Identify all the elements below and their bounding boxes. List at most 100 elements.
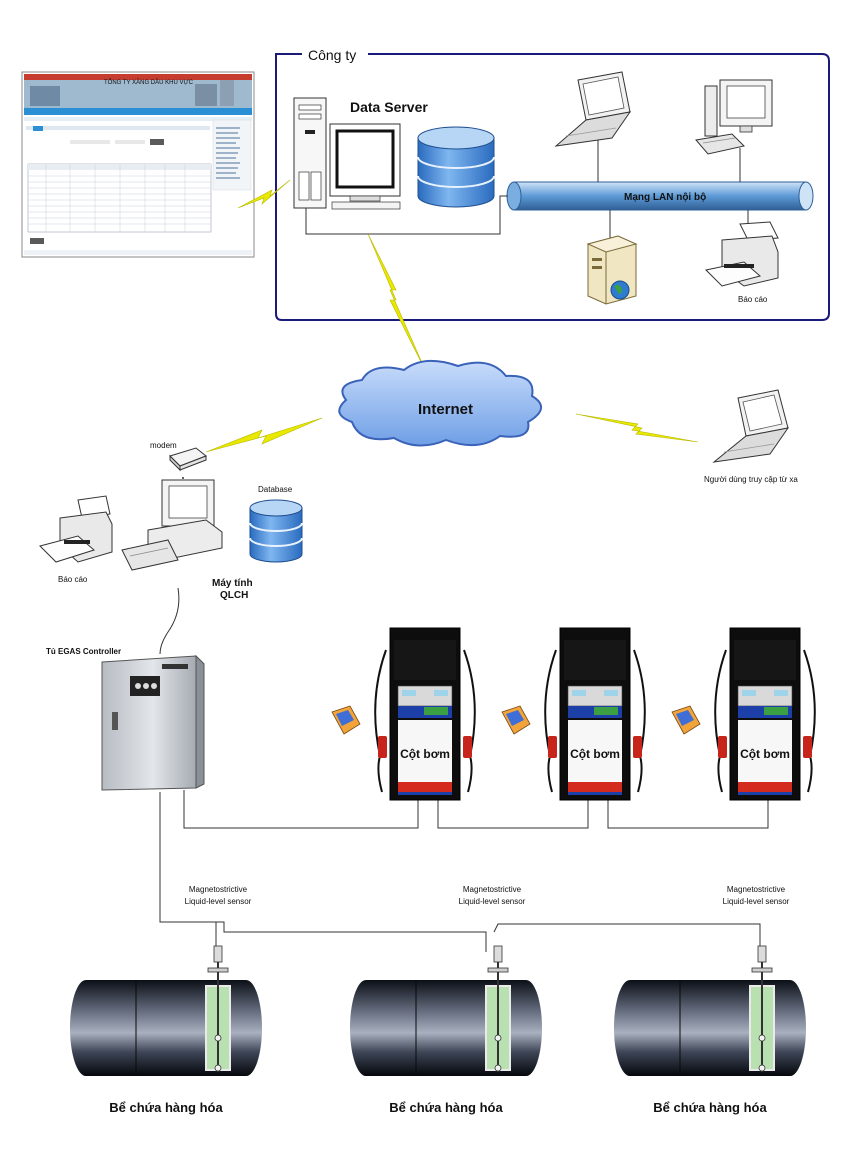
web-app-menu-bar: [24, 108, 252, 115]
sensor-head-icon: [213, 945, 223, 963]
local-printer-icon: [39, 495, 113, 563]
pump-red-band: [398, 782, 452, 792]
sensor-label-line1: Magnetostrictive: [189, 885, 248, 894]
company-database-icon: [417, 126, 495, 208]
tank-label: Bể chứa hàng hóa: [653, 1100, 767, 1115]
modem-label: modem: [150, 441, 177, 450]
pump-blue-strip: [398, 792, 452, 795]
hose-right: [803, 649, 816, 793]
tank-end-left: [350, 980, 382, 1076]
display-window: [434, 690, 448, 696]
hose-right: [463, 649, 476, 793]
pump-label: Cột bơm: [740, 747, 790, 761]
wireless-link-remote: [575, 413, 699, 443]
nozzle-left-icon: [548, 736, 557, 758]
sensor-flange: [487, 967, 509, 973]
data-server-label: Data Server: [350, 99, 428, 115]
pump-tag-right: 1A: [444, 634, 451, 640]
pump-green-patch: [594, 707, 618, 715]
web-app-data-table: [27, 163, 212, 233]
sensor-label-line2: Liquid-level sensor: [723, 897, 790, 906]
lan-label: Mạng LAN nội bộ: [624, 192, 706, 203]
store-pc-label-line1: Máy tính: [212, 578, 253, 589]
tank-end-left: [614, 980, 646, 1076]
nozzle-left-icon: [378, 736, 387, 758]
float-icon: [214, 1034, 222, 1042]
pump-tag-right: 1A: [784, 634, 791, 640]
pump-label-panel: [738, 720, 792, 782]
nozzle-right-icon: [633, 736, 642, 758]
tank-end-right: [510, 980, 542, 1076]
pump-red-band: [568, 782, 622, 792]
pump-green-patch: [764, 707, 788, 715]
wireless-link-internet-company: [367, 233, 427, 373]
tank-end-left: [70, 980, 102, 1076]
display-window: [604, 690, 618, 696]
controller-cabinet-icon: [101, 654, 205, 791]
internet-cloud: [338, 359, 542, 447]
local-printer-label: Báo cáo: [58, 575, 88, 584]
tank-end-right: [774, 980, 806, 1076]
company-laptop-icon: [554, 71, 632, 147]
modem-icon: [169, 447, 207, 472]
sensor-label-line1: Magnetostrictive: [727, 885, 786, 894]
card-reader-icon: [671, 705, 701, 735]
display-window: [402, 690, 416, 696]
display-window: [774, 690, 788, 696]
sensor-label-line2: Liquid-level sensor: [185, 897, 252, 906]
pump-tag-left: 1A: [398, 634, 405, 640]
hose-right: [633, 649, 646, 793]
pump-label-panel: [568, 720, 622, 782]
card-reader-icon: [501, 705, 531, 735]
fuel-pump: Cột bơm 1A 1A: [671, 627, 816, 801]
sensor-head-icon: [493, 945, 503, 963]
float-icon: [494, 1034, 502, 1042]
pump-green-patch: [424, 707, 448, 715]
internet-label: Internet: [418, 401, 473, 418]
display-window: [572, 690, 586, 696]
pump-tag-left: 1A: [738, 634, 745, 640]
sensor-flange: [207, 967, 229, 973]
remote-user-label: Người dùng truy cập từ xa: [704, 475, 798, 484]
pc-controller-cable: [159, 587, 180, 655]
display-window: [742, 690, 756, 696]
pump-red-band: [738, 782, 792, 792]
company-label: Công ty: [308, 47, 356, 63]
web-app-sidebar: [212, 119, 252, 191]
server-lan-link: [305, 195, 508, 235]
local-database-icon: [249, 499, 303, 563]
hose-left: [544, 649, 557, 793]
store-pc-label-line2: QLCH: [220, 590, 248, 601]
tank-label: Bể chứa hàng hóa: [389, 1100, 503, 1115]
wireless-link-webapp: [237, 179, 291, 209]
pump-blue-strip: [568, 792, 622, 795]
float-icon: [758, 1034, 766, 1042]
web-app-banner-title: TỔNG TY XĂNG DẦU KHU VỰC: [104, 79, 194, 86]
tank-label: Bể chứa hàng hóa: [109, 1100, 223, 1115]
sensor-head-icon: [757, 945, 767, 963]
nozzle-left-icon: [718, 736, 727, 758]
pump-header-panel: [394, 640, 456, 680]
store-pc-icon: [121, 479, 223, 571]
pump-tag-left: 1A: [568, 634, 575, 640]
lan-backbone: [506, 181, 814, 211]
sensor-label-line1: Magnetostrictive: [463, 885, 522, 894]
company-workstation-icon: [695, 79, 773, 155]
company-printer-label: Báo cáo: [738, 295, 768, 304]
local-database-label: Database: [258, 485, 293, 494]
float-icon: [758, 1064, 766, 1072]
wireless-link-modem: [205, 417, 323, 453]
sensor-bus: [159, 792, 217, 948]
nozzle-right-icon: [803, 736, 812, 758]
web-app-screenshot: TỔNG TY XĂNG DẦU KHU VỰC: [21, 71, 255, 258]
company-printer-icon: [704, 221, 779, 287]
pump-header-panel: [564, 640, 626, 680]
pump-label-panel: [398, 720, 452, 782]
pump-bus: [183, 790, 769, 829]
data-server-icon: [293, 97, 401, 210]
